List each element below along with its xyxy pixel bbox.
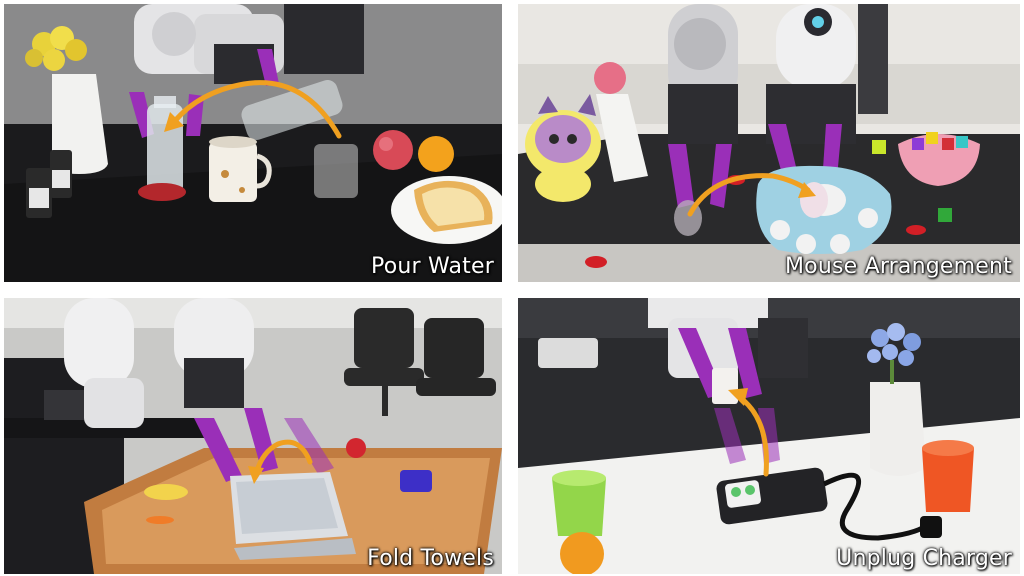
carrot xyxy=(146,516,174,524)
caption-mouse-arrangement: Mouse Arrangement xyxy=(785,254,1012,279)
panel-pour-water: Pour Water xyxy=(4,4,502,282)
motion-arrow xyxy=(687,173,816,217)
caption-pour-water: Pour Water xyxy=(371,254,494,279)
fold-towels-photo xyxy=(4,298,502,574)
panel-unplug-charger: Unplug Charger xyxy=(518,298,1020,574)
blue-flowers xyxy=(867,323,921,384)
plush-toy xyxy=(525,94,601,202)
orange xyxy=(418,136,454,172)
strawberry xyxy=(346,438,366,458)
panel-fold-towels: Fold Towels xyxy=(4,298,502,574)
robot-arm xyxy=(44,298,254,428)
cup xyxy=(209,136,272,202)
yellow-flowers xyxy=(25,26,87,71)
office-chair xyxy=(344,308,496,416)
banana xyxy=(144,484,188,500)
apple xyxy=(373,130,413,170)
pink-flower xyxy=(594,62,626,94)
wall-plug xyxy=(920,516,942,538)
white-vase xyxy=(52,74,108,174)
motion-arrow xyxy=(728,388,769,477)
power-cable xyxy=(822,472,930,541)
orange xyxy=(560,532,604,574)
gripper xyxy=(194,408,334,482)
green-cup xyxy=(552,478,606,536)
white-vase xyxy=(596,94,648,182)
blue-box xyxy=(400,470,432,492)
robot-arm xyxy=(668,4,888,144)
unplug-charger-photo xyxy=(518,298,1020,574)
charger-plug xyxy=(712,368,738,404)
pour-water-photo xyxy=(4,4,502,282)
mouse-arrangement-photo xyxy=(518,4,1020,282)
motion-arrow xyxy=(164,80,342,139)
panel-mouse-arrangement: Mouse Arrangement xyxy=(518,4,1020,282)
caption-fold-towels: Fold Towels xyxy=(367,546,494,571)
white-vase xyxy=(870,382,926,476)
power-strip xyxy=(716,467,828,525)
motion-arrow xyxy=(248,439,313,484)
robot-arm xyxy=(134,4,364,84)
caption-unplug-charger: Unplug Charger xyxy=(836,546,1012,571)
orange-cup xyxy=(922,448,974,512)
